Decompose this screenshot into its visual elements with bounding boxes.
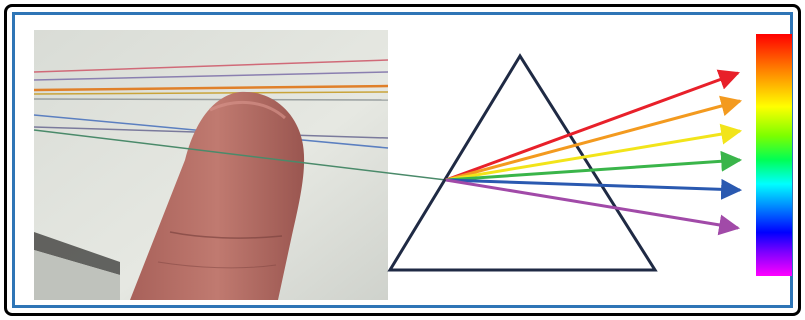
refracted-rays bbox=[446, 73, 740, 228]
finger-photo bbox=[34, 30, 446, 300]
spectrum-bar bbox=[756, 34, 792, 276]
photo-line-gray bbox=[34, 99, 388, 100]
ray-orange bbox=[446, 101, 740, 180]
prism bbox=[390, 56, 655, 270]
